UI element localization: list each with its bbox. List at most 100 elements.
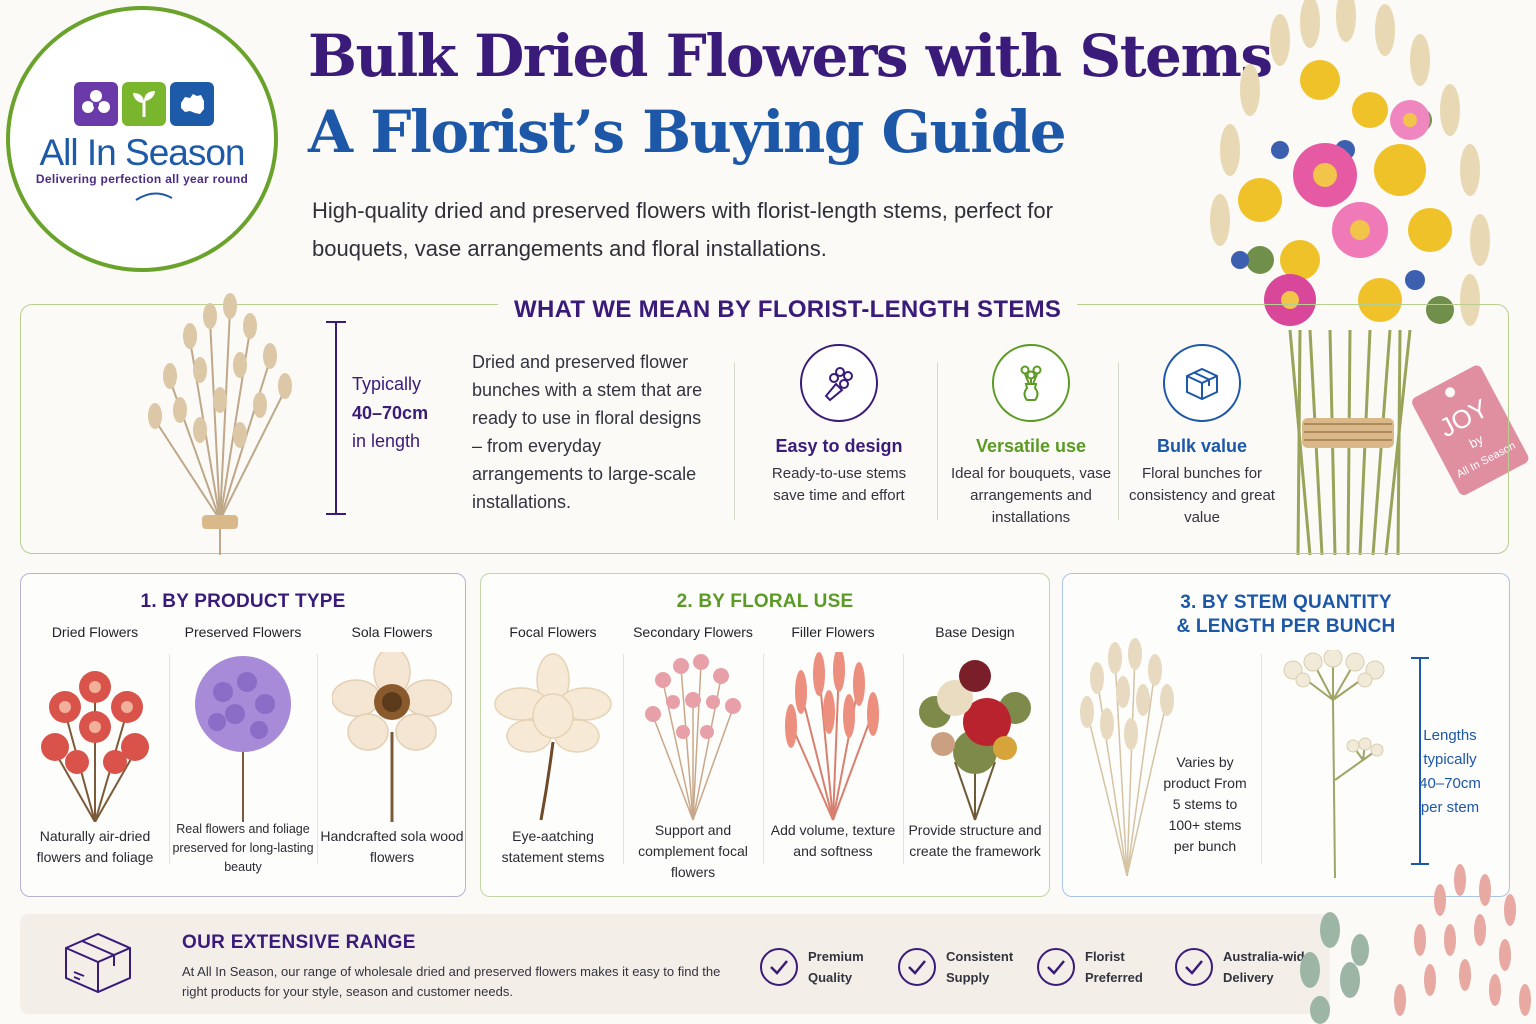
- panel-title: 2. BY FLORAL USE: [676, 591, 854, 612]
- florist-length-description: Dried and preserved flower bunches with …: [472, 352, 703, 512]
- feature-text: Ready-to-use stems save time and effort: [771, 465, 907, 504]
- feature-versatile-use: Versatile use Ideal for bouquets, vase a…: [946, 344, 1116, 529]
- bunny-tail-stems-image: [1080, 638, 1174, 877]
- page-title: Bulk Dried Flowers with Stems: [308, 22, 1273, 90]
- stem-quantity-text: Varies by product From 5 stems to 100+ s…: [1163, 754, 1247, 854]
- feature-text: Floral bunches for consistency and great…: [1129, 465, 1275, 526]
- badge-line1: Consistent: [946, 949, 1014, 964]
- secondary-flowers-image: [645, 654, 741, 821]
- feature-text: Ideal for bouquets, vase arrangements an…: [950, 465, 1112, 526]
- column-preserved-flowers: Preserved Flowers Real flowers and folia…: [169, 624, 317, 884]
- sola-flower-image: [332, 652, 452, 822]
- column-text: Eye-aatching statement stems: [501, 828, 605, 865]
- length-line3: in length: [352, 431, 421, 451]
- column-heading: Dried Flowers: [51, 624, 139, 640]
- divider: [937, 362, 938, 520]
- range-text: At All In Season, our range of wholesale…: [182, 964, 721, 999]
- typical-length: Typically 40–70cm in length: [352, 370, 428, 456]
- column-text: Naturally air-dried flowers and foliage: [36, 828, 154, 865]
- bouquet-icon: [800, 344, 878, 422]
- badge-line2: Preferred: [1085, 970, 1143, 985]
- vase-icon: [992, 344, 1070, 422]
- range-bar: [20, 914, 1330, 1014]
- feature-easy-to-design: Easy to design Ready-to-use stems save t…: [754, 344, 924, 507]
- divider: [734, 362, 735, 520]
- feature-bulk-value: Bulk value Floral bunches for consistenc…: [1117, 344, 1287, 529]
- column-sola-flowers: Sola Flowers Handcrafted sola wood flowe…: [317, 624, 467, 884]
- column-text: Real flowers and foliage preserved for l…: [172, 822, 314, 874]
- feature-title: Bulk value: [1156, 436, 1248, 456]
- brand-logo[interactable]: All In Season Delivering perfection all …: [6, 6, 278, 272]
- badge-line2: Supply: [946, 970, 990, 985]
- stem-length-text: Lengths typically 40–70cm per stem: [1419, 727, 1481, 816]
- divider: [1118, 362, 1119, 520]
- length-bracket-icon: [326, 321, 346, 515]
- box-icon: [65, 932, 131, 994]
- feature-title: Easy to design: [775, 436, 903, 456]
- bunny-tail-bunch-image: [148, 293, 292, 555]
- column-text: Support and complement focal flowers: [638, 822, 748, 880]
- panel-title: 3. BY STEM QUANTITY & LENGTH PER BUNCH: [1063, 591, 1509, 639]
- column-base-design: Base Design Provide structure and create…: [903, 624, 1047, 884]
- joy-tag: [1412, 365, 1529, 496]
- column-heading: Preserved Flowers: [184, 624, 302, 640]
- badge-line1: Premium: [808, 949, 864, 964]
- column-dried-flowers: Dried Flowers Naturally air-dried flower…: [21, 624, 169, 884]
- length-value: 40–70cm: [352, 402, 429, 423]
- florist-length-heading: WHAT WE MEAN BY FLORIST-LENGTH STEMS: [498, 296, 1078, 324]
- column-heading: Focal Flowers: [509, 624, 597, 640]
- focal-flower-image: [494, 653, 612, 821]
- length-bracket-icon: [1411, 657, 1429, 865]
- brand-name: All In Season: [39, 132, 245, 173]
- australia-tile-icon: [170, 82, 214, 126]
- brand-tagline: Delivering perfection all year round: [35, 172, 249, 186]
- panel-title-line2: & LENGTH PER BUNCH: [1176, 616, 1396, 637]
- column-text: Handcrafted sola wood flowers: [320, 828, 464, 865]
- panel-title: 1. BY PRODUCT TYPE: [140, 591, 346, 612]
- column-heading: Sola Flowers: [351, 624, 433, 640]
- box-icon: [1163, 344, 1241, 422]
- column-text: Add volume, texture and softness: [770, 822, 896, 859]
- divider: [763, 654, 764, 864]
- check-icon: [898, 948, 936, 986]
- bouquet-illustration: JOY by All In Season: [1210, 0, 1529, 556]
- range-title: OUR EXTENSIVE RANGE: [182, 932, 416, 953]
- swoosh-icon: [135, 192, 173, 201]
- column-focal-flowers: Focal Flowers Eye-aatching statement ste…: [483, 624, 623, 884]
- check-icon: [760, 948, 798, 986]
- floral-use-panel: 2. BY FLORAL USE Focal Flowers Eye-aatch…: [480, 573, 1050, 897]
- badge-line1: Florist: [1085, 949, 1125, 964]
- logo-icon-tiles: [74, 82, 214, 126]
- product-type-panel: 1. BY PRODUCT TYPE Dried Flowers Natural…: [20, 573, 466, 897]
- umbel-flower-image: [1283, 650, 1385, 879]
- column-heading: Secondary Flowers: [633, 624, 753, 640]
- badge-line2: Delivery: [1223, 970, 1274, 985]
- column-heading: Filler Flowers: [791, 624, 875, 640]
- column-secondary-flowers: Secondary Flowers Support and complement…: [623, 624, 763, 884]
- panel-title-line1: 3. BY STEM QUANTITY: [1180, 592, 1392, 613]
- badge-line1: Australia-wide: [1223, 949, 1312, 964]
- feature-title: Versatile use: [975, 436, 1087, 456]
- preserved-flowers-image: [195, 656, 291, 822]
- divider: [317, 654, 318, 864]
- length-line1: Typically: [352, 374, 422, 394]
- badge-line2: Quality: [808, 970, 853, 985]
- divider: [169, 654, 170, 864]
- column-text: Provide structure and create the framewo…: [908, 822, 1042, 859]
- foliage-decoration: [1300, 864, 1531, 1024]
- base-design-image: [919, 660, 1031, 821]
- intro-text: High-quality dried and preserved flowers…: [312, 198, 1053, 261]
- stem-quantity-panel: 3. BY STEM QUANTITY & LENGTH PER BUNCH V…: [1062, 573, 1510, 897]
- column-heading: Base Design: [935, 624, 1015, 640]
- filler-flowers-image: [785, 652, 879, 821]
- dried-flowers-image: [41, 671, 149, 822]
- column-filler-flowers: Filler Flowers Add volume, texture and s…: [763, 624, 903, 884]
- plant-tile-icon: [122, 82, 166, 126]
- check-icon: [1037, 948, 1075, 986]
- check-icon: [1175, 948, 1213, 986]
- divider: [1261, 654, 1262, 864]
